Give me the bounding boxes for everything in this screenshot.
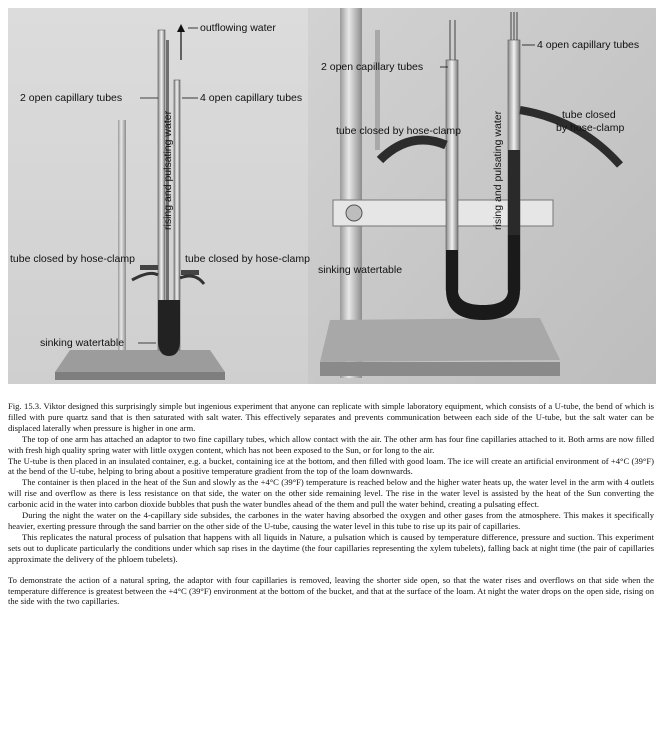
- label-right-clamp-left: tube closed by hose-clamp: [336, 125, 461, 137]
- caption-paragraph-2: The top of one arm has attached an adapt…: [8, 433, 654, 455]
- figure-svg: outflowing water 2 open capillary tubes …: [6, 6, 658, 386]
- label-left-clamp-left: tube closed by hose-clamp: [10, 253, 135, 265]
- label-left-rising-pulsating-water: rising and pulsating water: [162, 110, 174, 230]
- label-right-clamp-right-line1: tube closed: [562, 109, 616, 121]
- label-right-clamp-right-line2: by hose-clamp: [556, 122, 624, 134]
- label-left-2-capillary-tubes: 2 open capillary tubes: [20, 92, 122, 104]
- caption-paragraph-4: The container is then placed in the heat…: [8, 477, 654, 510]
- left-apparatus: [55, 24, 225, 380]
- right-apparatus: [320, 8, 623, 378]
- caption-text: Fig. 15.3. Viktor designed this surprisi…: [8, 401, 654, 607]
- caption-paragraph-7: To demonstrate the action of a natural s…: [8, 574, 654, 607]
- caption-paragraph-3: The U-tube is then placed in an insulate…: [8, 455, 654, 477]
- label-right-sinking-watertable: sinking watertable: [318, 264, 402, 276]
- label-left-4-capillary-tubes: 4 open capillary tubes: [200, 92, 302, 104]
- label-outflowing-water: outflowing water: [200, 22, 276, 34]
- figure-photograph: outflowing water 2 open capillary tubes …: [6, 6, 658, 386]
- label-right-rising-pulsating-water: rising and pulsating water: [492, 110, 504, 230]
- caption-paragraph-1: Fig. 15.3. Viktor designed this surprisi…: [8, 401, 654, 433]
- label-right-4-capillary-tubes: 4 open capillary tubes: [537, 39, 639, 51]
- caption-paragraph-6: This replicates the natural process of p…: [8, 531, 654, 564]
- caption-paragraph-5: During the night the water on the 4-capi…: [8, 510, 654, 531]
- label-left-clamp-right: tube closed by hose-clamp: [185, 253, 310, 265]
- label-right-2-capillary-tubes: 2 open capillary tubes: [321, 61, 423, 73]
- label-left-sinking-watertable: sinking watertable: [40, 337, 124, 349]
